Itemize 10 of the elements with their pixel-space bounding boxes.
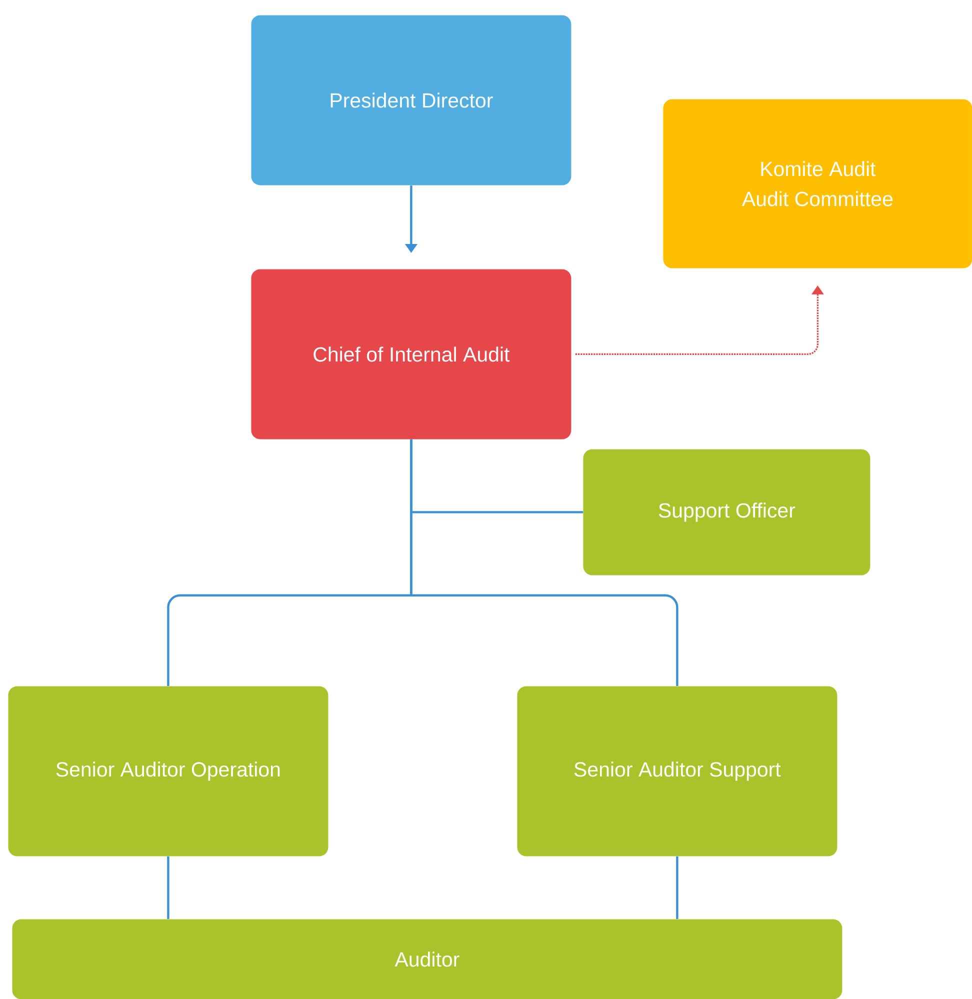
- position-box: Komite Audit Audit Committee: [663, 99, 972, 268]
- connector-line: [167, 856, 170, 919]
- position-box: Chief of Internal Audit: [251, 269, 572, 440]
- position-box: Senior Auditor Operation: [8, 686, 328, 856]
- position-box: Support Officer: [583, 449, 870, 576]
- position-box: President Director: [251, 15, 572, 186]
- connector-line: [410, 439, 678, 686]
- connector-line: [676, 856, 678, 919]
- position-box: Senior Auditor Support: [517, 686, 838, 856]
- position-box: Auditor: [12, 919, 842, 999]
